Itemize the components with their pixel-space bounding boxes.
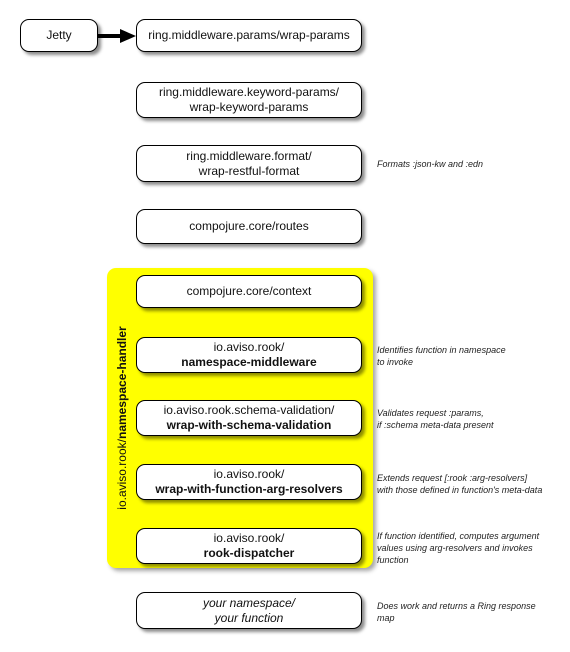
stage-schema-validation: io.aviso.rook.schema-validation/ wrap-wi… xyxy=(136,400,362,436)
stage-routes: compojure.core/routes xyxy=(136,209,362,244)
flow-arrow xyxy=(98,29,136,43)
note-schema-validation: Validates request :params, if :schema me… xyxy=(377,408,494,430)
note-restful-format: Formats :json-kw and :edn xyxy=(377,159,484,169)
stage-wrap-params: ring.middleware.params/wrap-params xyxy=(136,19,362,52)
stage-namespace-middleware: io.aviso.rook/ namespace-middleware xyxy=(136,337,362,373)
note-rook-dispatcher: If function identified, computes argumen… xyxy=(377,531,540,565)
stage-wrap-keyword-params: ring.middleware.keyword-params/ wrap-key… xyxy=(136,82,362,118)
stage-arg-resolvers: io.aviso.rook/ wrap-with-function-arg-re… xyxy=(136,464,362,500)
jetty-node: Jetty xyxy=(20,19,98,52)
stage-rook-dispatcher: io.aviso.rook/ rook-dispatcher xyxy=(136,528,362,564)
note-arg-resolvers: Extends request [:rook :arg-resolvers] w… xyxy=(377,473,543,495)
namespace-handler-label: io.aviso.rook/namespace-handler xyxy=(115,326,129,510)
stage-your-function: your namespace/ your function xyxy=(136,592,362,629)
note-your-function: Does work and returns a Ring response ma… xyxy=(377,601,536,623)
stage-context: compojure.core/context xyxy=(136,275,362,308)
stage-wrap-restful-format: ring.middleware.format/ wrap-restful-for… xyxy=(136,145,362,182)
note-namespace-middleware: Identifies function in namespace to invo… xyxy=(377,345,506,367)
